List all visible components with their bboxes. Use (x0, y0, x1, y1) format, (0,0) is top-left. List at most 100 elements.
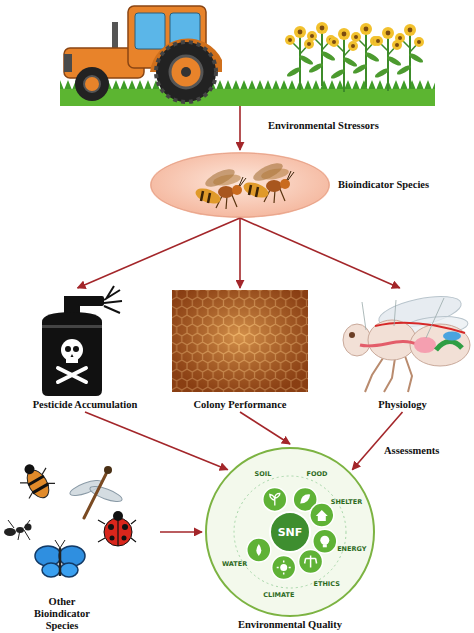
other-insects-part-part (104, 518, 132, 546)
other-insects-part-part (4, 528, 16, 536)
other-insects-part-part (117, 518, 118, 546)
other-insects-part-part (84, 474, 106, 518)
tractor-part (170, 56, 202, 88)
pesticide-can-part (42, 312, 102, 396)
tractor-part (156, 42, 216, 102)
pesticide-can-part (78, 296, 104, 306)
other-insects-part-part (55, 540, 65, 548)
environment-wheel-part-part (256, 544, 261, 556)
pesticide-can-part (71, 354, 74, 357)
tractor-part (156, 42, 216, 102)
environment-wheel-part-part (277, 561, 291, 575)
field (60, 22, 435, 106)
other-insects-part-part (60, 563, 78, 577)
wasps-part (242, 160, 294, 203)
environment-wheel-part-part (300, 494, 310, 503)
other-insects-part-part (23, 462, 37, 476)
environment-wheel-part-part (272, 556, 296, 580)
bee-anatomy-part (362, 298, 444, 338)
flow-arrow (239, 218, 241, 288)
other-insects-part (14, 457, 58, 504)
bee-anatomy-part (343, 324, 371, 356)
wheel-label: SOIL (255, 470, 272, 478)
flow-arrow (160, 531, 202, 533)
other-insects-part-part (28, 476, 48, 493)
field-part (60, 80, 435, 90)
wheel-label: SHELTER (331, 498, 363, 506)
other-insects-part-part (122, 536, 127, 541)
other-insects-part-part (110, 536, 115, 541)
honeycomb-part (172, 290, 308, 392)
wasps-part (194, 166, 246, 209)
bee-anatomy-part (436, 342, 462, 351)
pesticide-can-part (42, 325, 102, 328)
flow-label: Environmental Stressors (268, 120, 379, 132)
species-ellipse: Bioindicator Species (150, 152, 330, 218)
bee-anatomy-part (349, 332, 355, 338)
physiology-panel: Physiology (335, 288, 470, 412)
ellipse-outline (150, 152, 330, 218)
other-insects-part-part (104, 466, 112, 474)
wheel-label: ENERGY (337, 545, 366, 553)
environment-wheel-part-part (316, 510, 328, 521)
node-caption: Physiology (378, 399, 426, 411)
environment-wheel-part-part (320, 536, 329, 545)
bee-anatomy-part (443, 332, 461, 341)
wasps (150, 152, 330, 218)
environment-wheel-part-part (310, 503, 334, 527)
tractor-part (135, 13, 165, 49)
honeycomb-part (172, 290, 308, 392)
environment-wheel (206, 448, 374, 616)
wheel-label: CLIMATE (263, 591, 294, 599)
bee-anatomy (343, 291, 470, 392)
tractor-part (84, 76, 100, 92)
other-insects-part (35, 540, 85, 577)
insects-panel: Other Bioindicator Species (0, 465, 160, 633)
environment-wheel-part (299, 550, 323, 574)
node-caption: Other Bioindicator Species (27, 596, 97, 632)
other-insects-part-part (59, 548, 62, 576)
wheel-label: SNF (278, 526, 303, 539)
pesticide-can (42, 286, 122, 396)
pesticide-can-part (58, 368, 86, 382)
tractor-part (75, 67, 109, 101)
environment-wheel-part-part (313, 529, 337, 553)
wasps-part (150, 152, 330, 218)
flow-arrow (240, 218, 400, 288)
field-part (395, 24, 424, 88)
other-insects (4, 457, 136, 577)
node-caption: Colony Performance (193, 399, 286, 411)
wheel-label: WATER (222, 560, 247, 568)
other-insects-part (68, 466, 123, 518)
wheel-label: ETHICS (314, 580, 340, 588)
environment-wheel-part-part (247, 538, 271, 562)
environment-wheel-part-part (299, 550, 323, 574)
edge-label: Assessments (382, 444, 441, 458)
node-caption: Environmental Quality (238, 619, 342, 631)
colony-panel: Colony Performance (165, 288, 315, 412)
pesticide-panel: Pesticide Accumulation (10, 288, 160, 412)
pesticide-can-part (65, 346, 71, 352)
node-caption: Bioindicator Species (338, 179, 429, 191)
pesticide-can-part (66, 356, 78, 363)
field-part (60, 89, 435, 106)
tractor-part (181, 67, 191, 77)
environment-wheel-part (270, 512, 310, 552)
environment-wheel-part-part (323, 544, 327, 547)
environment-wheel-part-part (305, 556, 317, 568)
bee-anatomy-part (375, 323, 465, 333)
other-insects-part-part (113, 511, 123, 521)
flow-arrow (240, 412, 290, 444)
wheel-label: FOOD (307, 470, 328, 478)
other-insects-part (4, 520, 32, 540)
flow-arrow (85, 412, 228, 470)
other-insects-part-part (108, 524, 114, 530)
other-insects-part-part (25, 524, 32, 531)
environment-wheel-part-part (280, 564, 287, 571)
pesticide-can-part (73, 346, 79, 352)
tractor (64, 6, 222, 102)
